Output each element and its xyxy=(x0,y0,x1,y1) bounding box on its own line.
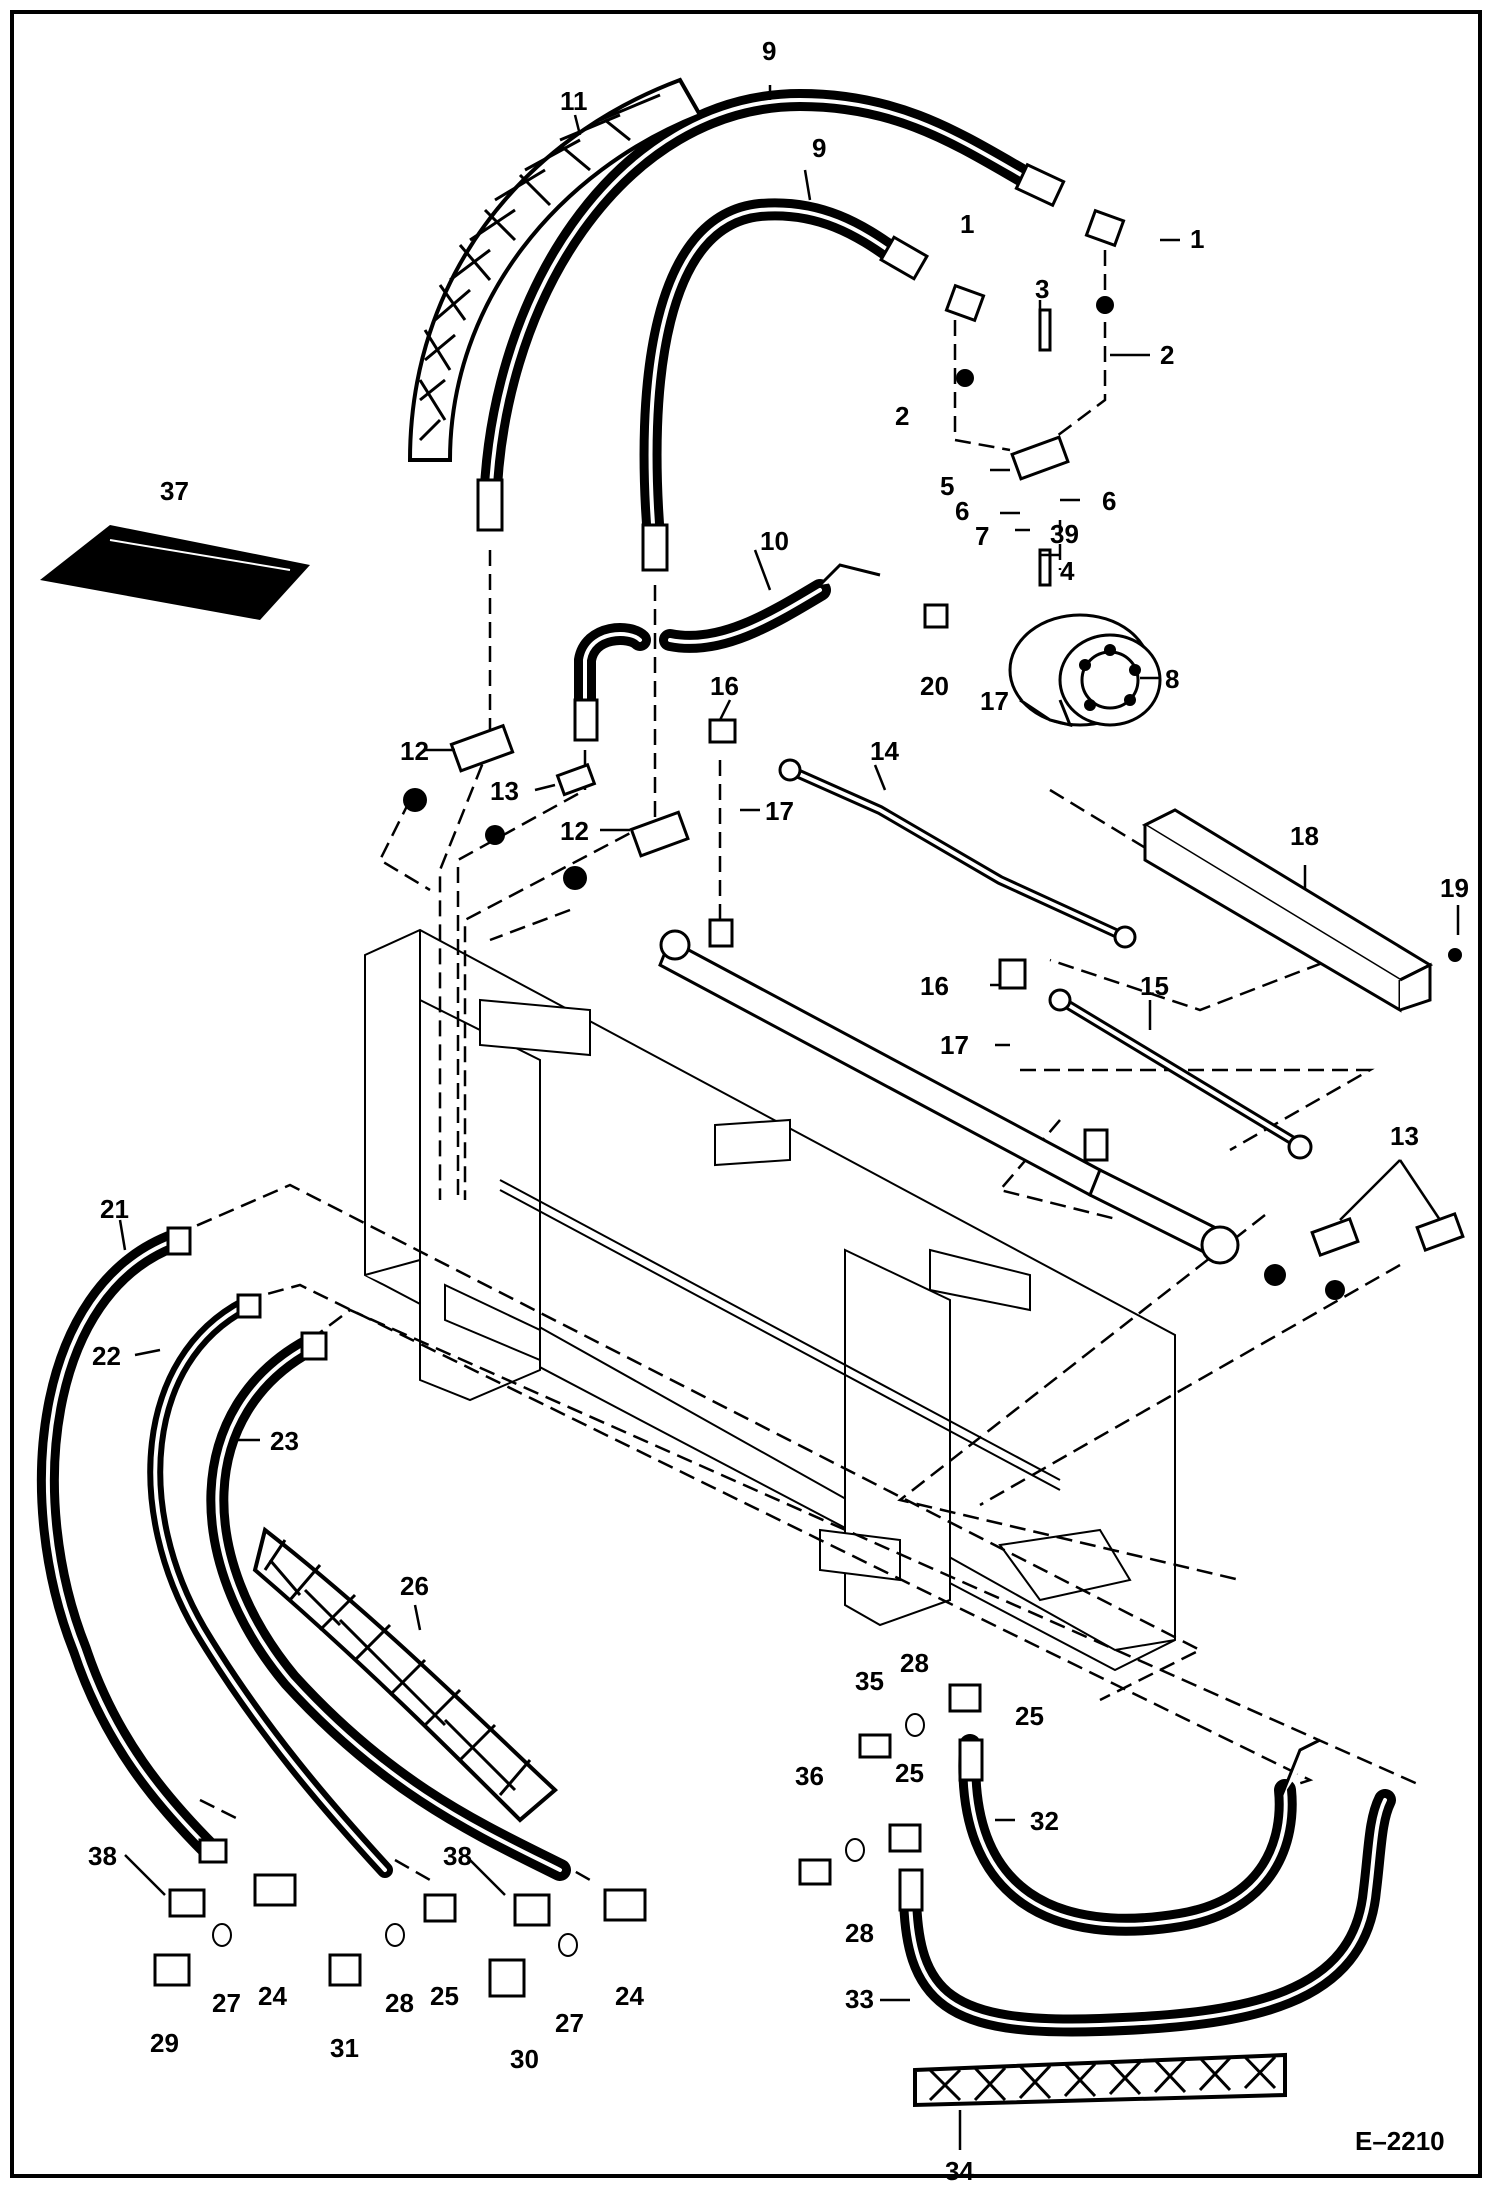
decal-37 xyxy=(40,525,310,620)
attachment-mount-frame xyxy=(364,928,1176,1672)
callout: 30 xyxy=(510,2044,539,2074)
callout: 1 xyxy=(1190,224,1204,254)
hose-22 xyxy=(147,1293,393,1878)
hose-23 xyxy=(206,1331,571,1881)
callout: 33 xyxy=(845,1984,874,2014)
hose-9-long xyxy=(476,88,1066,532)
callout: 28 xyxy=(845,1918,874,1948)
callout: 17 xyxy=(980,686,1009,716)
callout: 23 xyxy=(270,1426,299,1456)
callout: 21 xyxy=(100,1194,129,1224)
hose-sleeve-26 xyxy=(252,1526,558,1823)
callout: 34 xyxy=(945,2156,974,2186)
callout: 28 xyxy=(385,1988,414,2018)
callout: 29 xyxy=(150,2028,179,2058)
callout: 3 xyxy=(1035,274,1049,304)
leader-lines xyxy=(118,85,1460,2150)
callout: 14 xyxy=(870,736,899,766)
callout: 38 xyxy=(443,1841,472,1871)
callout: 2 xyxy=(895,401,909,431)
callout: 8 xyxy=(1165,664,1179,694)
callout-labels: 1 1 2 2 3 4 5 6 6 7 8 9 9 10 11 12 12 13… xyxy=(88,36,1469,2186)
callout: 20 xyxy=(920,671,949,701)
tube-14 xyxy=(778,758,1137,949)
callout: 7 xyxy=(975,521,989,551)
callout: 16 xyxy=(920,971,949,1001)
callout: 28 xyxy=(900,1648,929,1678)
fittings xyxy=(153,208,1465,1998)
callout: 17 xyxy=(765,796,794,826)
callout: 26 xyxy=(400,1571,429,1601)
routing-lines xyxy=(174,250,1421,1882)
callout: 1 xyxy=(960,209,974,239)
channel-18 xyxy=(1141,808,1434,1013)
hose-33 xyxy=(898,1789,1396,2037)
callout: 17 xyxy=(940,1030,969,1060)
callout: 25 xyxy=(430,1981,459,2011)
callout: 9 xyxy=(812,133,826,163)
callout: 4 xyxy=(1060,556,1075,586)
callout: 31 xyxy=(330,2033,359,2063)
hose-sleeve-11 xyxy=(407,77,703,462)
figure-code: E–2210 xyxy=(1355,2126,1445,2156)
hose-21 xyxy=(36,1226,228,1864)
callout: 22 xyxy=(92,1341,121,1371)
callout: 24 xyxy=(615,1981,644,2011)
callout: 5 xyxy=(940,471,954,501)
diagram-frame xyxy=(10,10,1482,2178)
hose-sleeve-34 xyxy=(913,2052,1287,2108)
callout: 6 xyxy=(955,496,969,526)
callout: 25 xyxy=(895,1758,924,1788)
callout: 11 xyxy=(560,86,588,116)
callout: 36 xyxy=(795,1761,824,1791)
callout: 9 xyxy=(762,36,776,66)
callout: 27 xyxy=(212,1988,241,2018)
hose-9-short xyxy=(639,198,930,572)
callout: 13 xyxy=(1390,1121,1419,1151)
hose-32 xyxy=(958,1734,1321,1936)
callout: 13 xyxy=(490,776,519,806)
tube-15 xyxy=(1048,988,1313,1160)
callout: 16 xyxy=(710,671,739,701)
callout: 24 xyxy=(258,1981,287,2011)
callout: 2 xyxy=(1160,340,1174,370)
callout: 37 xyxy=(160,476,189,506)
callout: 18 xyxy=(1290,821,1319,851)
callout: 19 xyxy=(1440,873,1469,903)
hose-10 xyxy=(573,563,881,742)
callout: 25 xyxy=(1015,1701,1044,1731)
callout: 39 xyxy=(1050,519,1079,549)
callout: 12 xyxy=(560,816,589,846)
callout: 15 xyxy=(1140,971,1169,1001)
callout: 27 xyxy=(555,2008,584,2038)
cylinder xyxy=(658,918,1240,1265)
callout: 35 xyxy=(855,1666,884,1696)
callout: 12 xyxy=(400,736,429,766)
callout: 6 xyxy=(1102,486,1116,516)
callout: 10 xyxy=(760,526,789,556)
callout: 32 xyxy=(1030,1806,1059,1836)
callout: 38 xyxy=(88,1841,117,1871)
motor-8 xyxy=(1008,613,1162,728)
